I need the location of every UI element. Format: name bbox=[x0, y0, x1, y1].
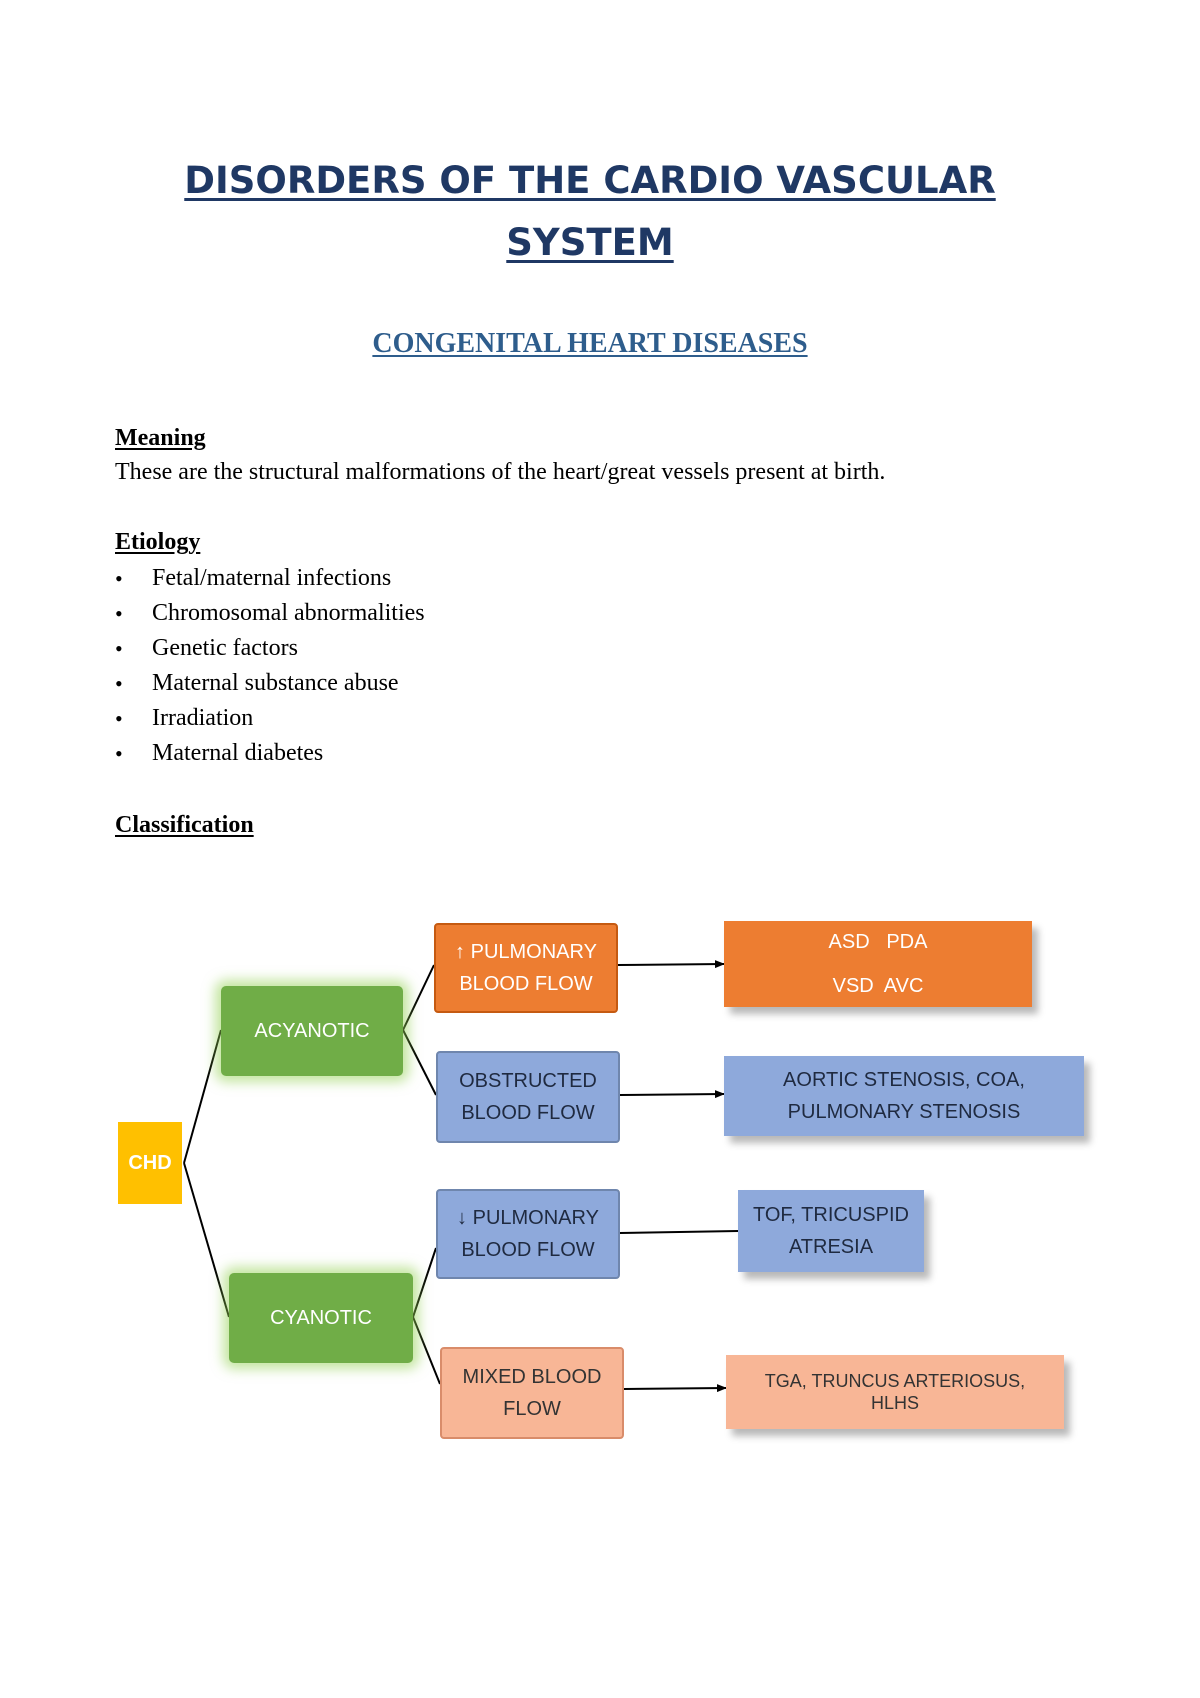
obstructed-flow-examples: AORTIC STENOSIS, COA, PULMONARY STENOSIS bbox=[724, 1056, 1084, 1136]
connector-chd-acyanotic bbox=[183, 1029, 222, 1164]
connector-acyanotic-increased bbox=[402, 964, 435, 1031]
classification-heading: Classification bbox=[115, 812, 254, 838]
etiology-heading: Etiology bbox=[115, 529, 201, 555]
list-item: •Maternal substance abuse bbox=[115, 666, 425, 701]
list-item: •Fetal/maternal infections bbox=[115, 561, 425, 596]
bullet-icon: • bbox=[115, 671, 123, 696]
meaning-text: These are the structural malformations o… bbox=[115, 459, 886, 485]
increased-pulmonary-flow-node: ↑ PULMONARY BLOOD FLOW bbox=[434, 923, 618, 1013]
arrow-obstructed-examples bbox=[619, 1090, 725, 1099]
arrow-increased-examples bbox=[617, 960, 725, 969]
mixed-blood-flow-node: MIXED BLOOD FLOW bbox=[440, 1347, 624, 1439]
bullet-icon: • bbox=[115, 706, 123, 731]
cyanotic-node: CYANOTIC bbox=[229, 1273, 413, 1363]
list-item: •Genetic factors bbox=[115, 631, 425, 666]
decreased-flow-examples: TOF, TRICUSPID ATRESIA bbox=[738, 1190, 924, 1272]
list-item: •Maternal diabetes bbox=[115, 736, 425, 771]
connector-cyanotic-mixed bbox=[412, 1316, 441, 1385]
acyanotic-node: ACYANOTIC bbox=[221, 986, 403, 1076]
bullet-icon: • bbox=[115, 741, 123, 766]
bullet-icon: • bbox=[115, 566, 123, 591]
meaning-heading: Meaning bbox=[115, 425, 206, 451]
connector-acyanotic-obstructed bbox=[402, 1029, 437, 1096]
list-item: •Chromosomal abnormalities bbox=[115, 596, 425, 631]
connector-decreased-examples bbox=[619, 1230, 739, 1234]
mixed-flow-examples: TGA, TRUNCUS ARTERIOSUS, HLHS bbox=[726, 1355, 1064, 1429]
arrow-mixed-examples bbox=[623, 1384, 727, 1393]
increased-flow-examples: ASD PDA VSD AVC bbox=[724, 921, 1032, 1007]
etiology-list: •Fetal/maternal infections •Chromosomal … bbox=[115, 561, 425, 771]
document-title: DISORDERS OF THE CARDIO VASCULAR SYSTEM bbox=[120, 150, 1060, 274]
connector-chd-cyanotic bbox=[183, 1162, 230, 1318]
bullet-icon: • bbox=[115, 636, 123, 661]
list-item: •Irradiation bbox=[115, 701, 425, 736]
section-subtitle: CONGENITAL HEART DISEASES bbox=[372, 328, 808, 359]
bullet-icon: • bbox=[115, 601, 123, 626]
title-line-2: SYSTEM bbox=[506, 221, 674, 264]
connector-cyanotic-decreased bbox=[412, 1247, 437, 1318]
chd-root-node: CHD bbox=[118, 1122, 182, 1204]
decreased-pulmonary-flow-node: ↓ PULMONARY BLOOD FLOW bbox=[436, 1189, 620, 1279]
obstructed-flow-node: OBSTRUCTED BLOOD FLOW bbox=[436, 1051, 620, 1143]
title-line-1: DISORDERS OF THE CARDIO VASCULAR bbox=[184, 159, 996, 202]
